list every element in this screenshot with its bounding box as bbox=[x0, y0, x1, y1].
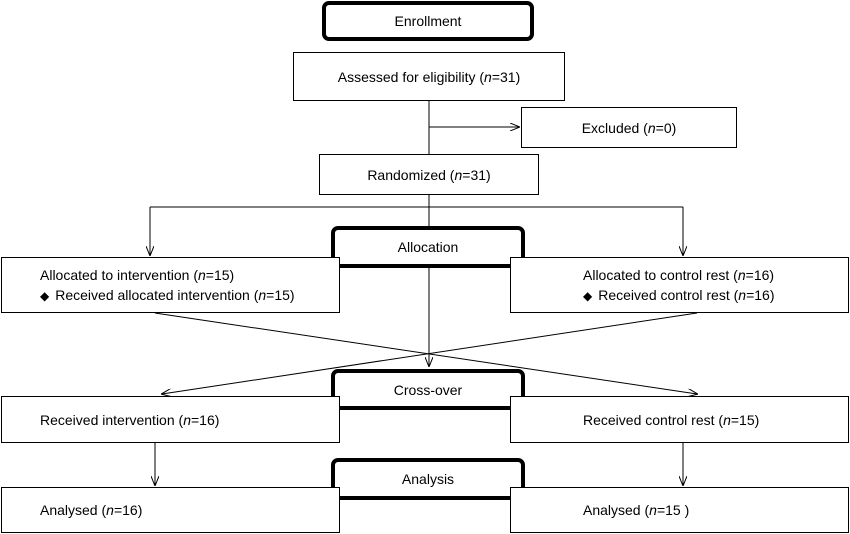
excluded-text: Excluded (n=0) bbox=[581, 119, 677, 136]
box-cross-intervention: Received intervention (n=16) bbox=[1, 396, 340, 443]
stage-analysis-label: Analysis bbox=[401, 471, 455, 487]
box-alloc-intervention: Allocated to intervention (n=15) ◆Receiv… bbox=[1, 257, 340, 313]
box-excluded: Excluded (n=0) bbox=[521, 107, 737, 148]
diamond-icon: ◆ bbox=[583, 288, 593, 303]
box-analysed-left: Analysed (n=16) bbox=[1, 487, 340, 533]
stage-enrollment: Enrollment bbox=[322, 1, 534, 41]
box-cross-control: Received control rest (n=15) bbox=[510, 396, 849, 443]
connector-cross-left-to-right bbox=[154, 312, 697, 394]
stage-allocation-label: Allocation bbox=[397, 239, 459, 255]
box-assessed: Assessed for eligibility (n=31) bbox=[293, 52, 565, 101]
assessed-text: Assessed for eligibility (n=31) bbox=[337, 68, 521, 85]
box-randomized: Randomized (n=31) bbox=[319, 154, 539, 195]
analysed-left-text: Analysed (n=16) bbox=[40, 502, 143, 518]
analysed-right-text: Analysed (n=15 ) bbox=[583, 502, 690, 518]
cross-control-text: Received control rest (n=15) bbox=[583, 411, 760, 428]
alloc-control-line2: ◆Received control rest (n=16) bbox=[583, 286, 775, 303]
stage-crossover: Cross-over bbox=[331, 369, 525, 410]
randomized-text: Randomized (n=31) bbox=[367, 166, 491, 183]
cross-intervention-text: Received intervention (n=16) bbox=[40, 411, 220, 428]
diamond-icon: ◆ bbox=[40, 288, 50, 303]
box-alloc-control: Allocated to control rest (n=16) ◆Receiv… bbox=[510, 257, 849, 313]
stage-enrollment-label: Enrollment bbox=[394, 13, 462, 29]
alloc-intervention-line1: Allocated to intervention (n=15) bbox=[40, 266, 235, 283]
stage-analysis: Analysis bbox=[331, 458, 525, 500]
alloc-intervention-line2: ◆Received allocated intervention (n=15) bbox=[40, 286, 295, 303]
stage-allocation: Allocation bbox=[331, 226, 525, 268]
box-analysed-right: Analysed (n=15 ) bbox=[510, 487, 849, 533]
connector-cross-right-to-left bbox=[162, 312, 698, 394]
stage-crossover-label: Cross-over bbox=[393, 381, 463, 398]
alloc-control-line1: Allocated to control rest (n=16) bbox=[583, 266, 775, 283]
